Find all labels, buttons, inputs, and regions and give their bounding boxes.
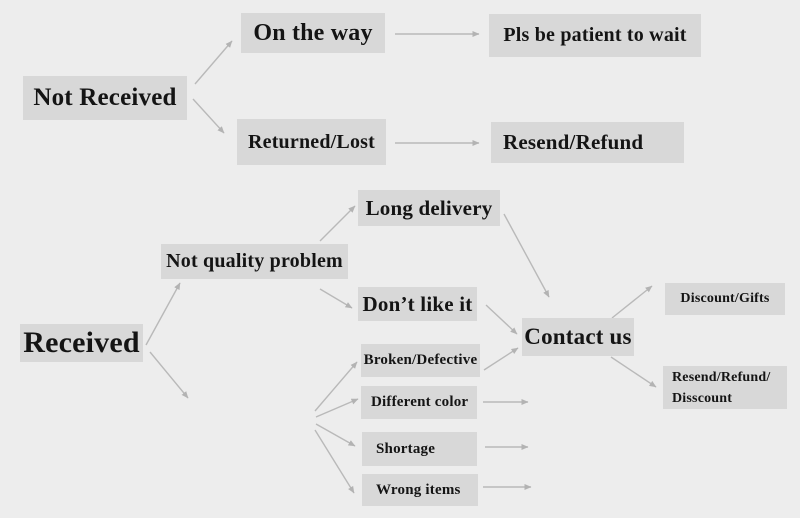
arrow-broken-defective-to-contact-us	[483, 347, 519, 371]
node-different-color: Different color	[361, 386, 477, 419]
arrow-not-received-to-on-the-way	[194, 40, 233, 85]
arrow-contact-us-to-discount-gifts	[611, 285, 653, 319]
node-broken-defective: Broken/Defective	[361, 344, 480, 377]
arrow-quality-to-broken-defective	[314, 361, 358, 412]
node-not-received: Not Received	[23, 76, 187, 120]
arrow-not-quality-to-long-delivery	[319, 205, 356, 242]
node-dont-like-it: Don’t like it	[358, 287, 477, 321]
node-long-delivery: Long delivery	[358, 190, 500, 226]
node-contact-us: Contact us	[522, 318, 634, 356]
node-discount-gifts: Discount/Gifts	[665, 283, 785, 315]
arrow-not-quality-to-dont-like-it	[319, 288, 353, 309]
arrow-quality-to-wrong-items	[314, 429, 355, 494]
arrow-not-received-to-returned-lost	[192, 98, 225, 134]
node-resend-refund-disscount-line2: Disscount	[672, 390, 733, 406]
arrow-contact-us-to-resend-refund-disscount	[610, 356, 657, 388]
node-shortage: Shortage	[362, 432, 477, 466]
arrow-long-delivery-to-contact-us	[503, 213, 550, 298]
node-resend-refund-disscount: Resend/Refund/ Disscount	[663, 366, 787, 409]
node-pls-be-patient-to-wait: Pls be patient to wait	[489, 14, 701, 57]
node-not-quality-problem: Not quality problem	[161, 244, 348, 279]
arrow-dont-like-it-to-contact-us	[485, 304, 518, 335]
arrow-quality-to-shortage	[315, 423, 356, 447]
arrow-quality-to-different-color	[315, 398, 359, 418]
node-resend-refund: Resend/Refund	[491, 122, 684, 163]
node-received: Received	[20, 324, 143, 362]
arrow-received-to-not-quality-problem	[145, 282, 181, 346]
node-on-the-way: On the way	[241, 13, 385, 53]
node-wrong-items: Wrong items	[362, 474, 478, 506]
node-returned-lost: Returned/Lost	[237, 119, 386, 165]
arrow-received-to-quality-problem	[149, 351, 189, 399]
node-resend-refund-disscount-line1: Resend/Refund/	[672, 369, 771, 385]
